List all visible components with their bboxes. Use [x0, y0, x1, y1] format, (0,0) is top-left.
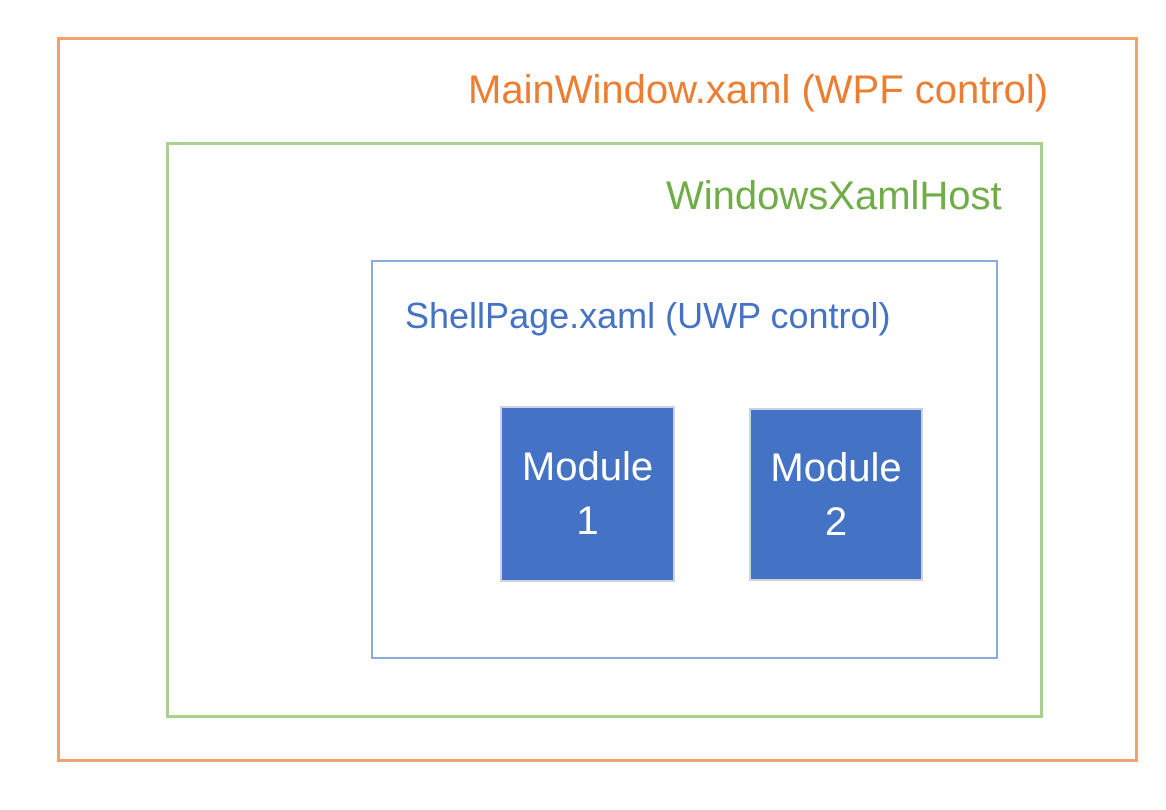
- windowsxamlhost-box: WindowsXamlHost ShellPage.xaml (UWP cont…: [166, 142, 1043, 718]
- module-1-number: 1: [576, 499, 599, 543]
- shellpage-uwp-label: ShellPage.xaml (UWP control): [405, 295, 891, 336]
- module-2-box: Module 2: [749, 408, 923, 581]
- module-2-name: Module: [770, 445, 902, 490]
- mainwindow-wpf-label: MainWindow.xaml (WPF control): [468, 68, 1049, 112]
- module-1-box: Module 1: [500, 406, 675, 582]
- module-1-name: Module: [521, 445, 654, 489]
- module-2-number: 2: [824, 499, 848, 544]
- windowsxamlhost-label: WindowsXamlHost: [666, 174, 1002, 218]
- mainwindow-wpf-box: MainWindow.xaml (WPF control) WindowsXam…: [57, 37, 1138, 762]
- shellpage-uwp-box: ShellPage.xaml (UWP control) Module 1 Mo…: [371, 260, 998, 659]
